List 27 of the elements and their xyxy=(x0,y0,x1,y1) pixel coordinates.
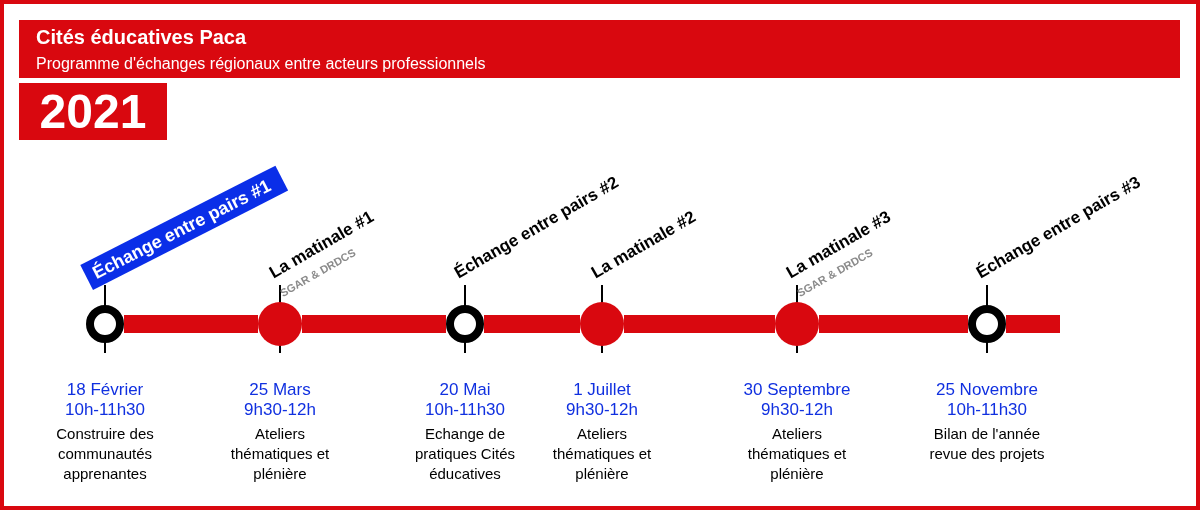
event-description: Ateliers thématiques et plénière xyxy=(551,424,653,484)
subtitle: Programme d'échanges régionaux entre acteurs professionnels xyxy=(36,55,486,73)
event-description: Construire des communautés apprenantes xyxy=(55,424,155,484)
event-description: Ateliers thématiques et plénière xyxy=(746,424,848,484)
year-badge: 2021 xyxy=(19,83,167,140)
event-description: Ateliers thématiques et plénière xyxy=(229,424,331,484)
timeline-segment xyxy=(819,315,968,333)
event-date: 18 Février 10h-11h30 xyxy=(63,380,146,420)
event-date: 30 Septembre 9h30-12h xyxy=(742,380,852,420)
event-description: Bilan de l'année revue des projets xyxy=(928,424,1046,464)
event-date: 20 Mai 10h-11h30 xyxy=(423,380,506,420)
timeline-segment xyxy=(124,315,258,333)
timeline-segment xyxy=(624,315,775,333)
ring-marker xyxy=(446,305,484,343)
ring-marker xyxy=(86,305,124,343)
dot-marker xyxy=(258,302,302,346)
event-description: Echange de pratiques Cités éducatives xyxy=(413,424,517,484)
ring-marker xyxy=(968,305,1006,343)
dot-marker xyxy=(775,302,819,346)
dot-marker xyxy=(580,302,624,346)
event-date: 25 Novembre 10h-11h30 xyxy=(934,380,1040,420)
title: Cités éducatives Paca xyxy=(36,26,247,49)
event-date: 1 Juillet 9h30-12h xyxy=(565,380,639,420)
timeline-segment xyxy=(484,315,580,333)
event-date: 25 Mars 9h30-12h xyxy=(243,380,317,420)
timeline-segment xyxy=(1006,315,1060,333)
timeline-segment xyxy=(302,315,446,333)
